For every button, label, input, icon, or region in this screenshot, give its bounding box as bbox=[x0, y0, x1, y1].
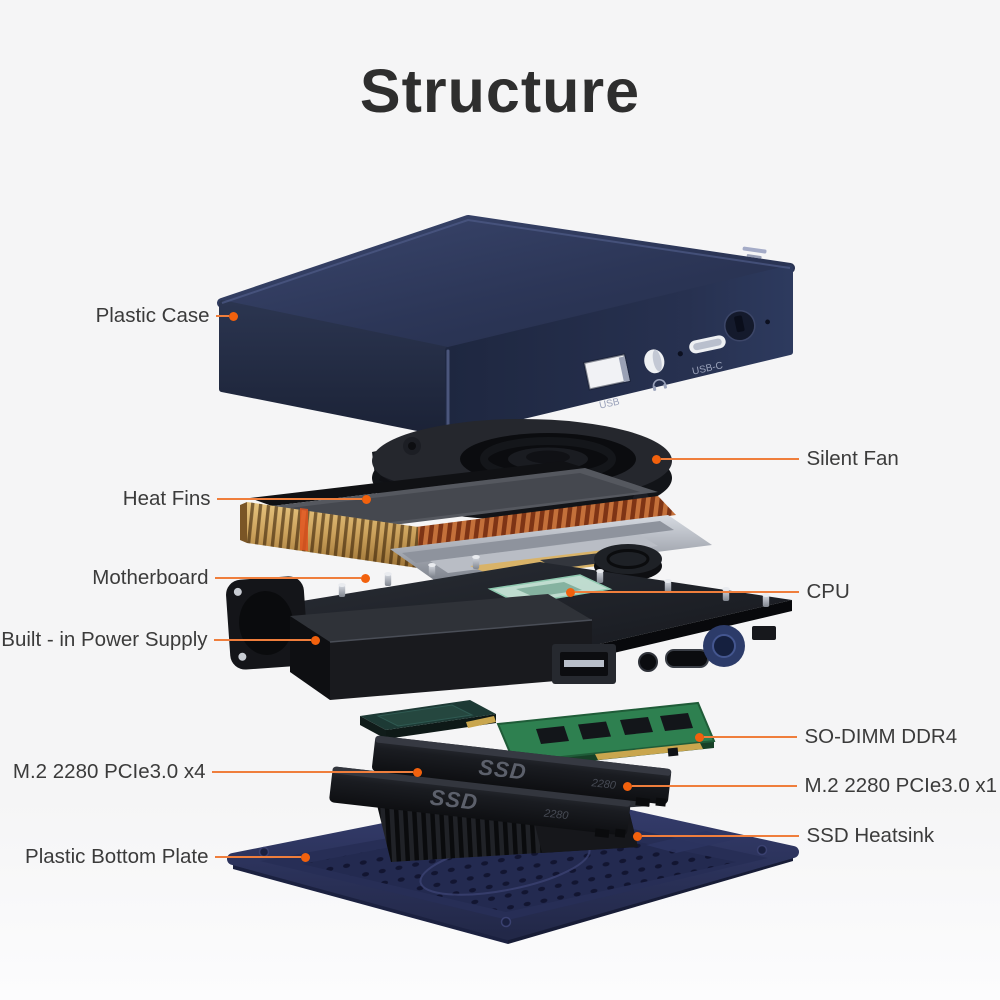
io-ports bbox=[552, 625, 776, 684]
leader-dot bbox=[361, 494, 371, 504]
power-button bbox=[724, 310, 756, 342]
label-silent-fan: Silent Fan bbox=[806, 447, 899, 470]
leader-dot bbox=[412, 767, 422, 777]
leader-line bbox=[216, 498, 362, 500]
usb-c-port bbox=[689, 335, 726, 354]
callout-m2-x4: M.2 2280 PCIe3.0 x4 bbox=[13, 758, 422, 786]
ssd-brand-text: SSD bbox=[477, 754, 528, 784]
ssd-model-text: 2280 bbox=[590, 777, 618, 792]
label-so-dimm: SO-DIMM DDR4 bbox=[804, 725, 958, 748]
leader-dot bbox=[632, 831, 642, 841]
callout-heat-fins: Heat Fins bbox=[123, 485, 371, 513]
ssd-model-text: 2280 bbox=[542, 807, 570, 822]
leader-line bbox=[214, 577, 361, 579]
ssd-brand-text: SSD bbox=[429, 785, 480, 815]
power-knob bbox=[703, 625, 745, 667]
callout-silent-fan: Silent Fan bbox=[651, 445, 899, 473]
label-cpu: CPU bbox=[806, 580, 850, 603]
motherboard-illustration bbox=[226, 555, 792, 700]
label-m2-x4: M.2 2280 PCIe3.0 x4 bbox=[12, 760, 206, 783]
leader-line bbox=[703, 736, 797, 738]
m2-module-illustration bbox=[360, 700, 496, 739]
leader-dot bbox=[565, 587, 575, 597]
leader-line bbox=[211, 771, 413, 773]
power-supply bbox=[290, 594, 593, 700]
label-plastic-case: Plastic Case bbox=[95, 304, 210, 327]
callout-power-supply: Built - in Power Supply bbox=[1, 626, 320, 654]
label-bottom-plate: Plastic Bottom Plate bbox=[25, 845, 209, 868]
callout-m2-x1: M.2 2280 PCIe3.0 x1 bbox=[622, 772, 998, 800]
label-m2-x1: M.2 2280 PCIe3.0 x1 bbox=[804, 774, 998, 797]
plastic-case-illustration: USB USB-C bbox=[217, 215, 795, 437]
status-led bbox=[677, 351, 683, 357]
callout-so-dimm: SO-DIMM DDR4 bbox=[694, 723, 958, 751]
leader-dot bbox=[622, 781, 632, 791]
brand-logo bbox=[742, 246, 767, 259]
bottom-plate-illustration bbox=[227, 791, 799, 944]
leader-line bbox=[214, 856, 301, 858]
heat-pipes bbox=[390, 515, 712, 580]
usb-port-label: USB bbox=[598, 396, 621, 411]
callout-cpu: CPU bbox=[565, 578, 850, 606]
heat-fins-illustration bbox=[240, 461, 712, 581]
label-ssd-heatsink: SSD Heatsink bbox=[806, 824, 935, 847]
callout-bottom-plate: Plastic Bottom Plate bbox=[25, 843, 310, 871]
leader-line bbox=[574, 591, 799, 593]
headphone-jack bbox=[644, 349, 665, 374]
headphone-icon bbox=[652, 378, 667, 391]
leader-dot bbox=[310, 635, 320, 645]
leader-dot bbox=[694, 732, 704, 742]
leader-line bbox=[660, 458, 799, 460]
leader-dot bbox=[300, 852, 310, 862]
callout-plastic-case: Plastic Case bbox=[96, 302, 238, 330]
wifi-bracket bbox=[226, 576, 309, 670]
usb-a-port bbox=[582, 353, 632, 391]
label-motherboard: Motherboard bbox=[92, 566, 209, 589]
leader-line bbox=[641, 835, 799, 837]
page-title: Structure bbox=[359, 57, 641, 125]
leader-line bbox=[215, 315, 229, 317]
label-power-supply: Built - in Power Supply bbox=[1, 628, 208, 651]
leader-dot bbox=[360, 573, 370, 583]
ssd-2-illustration: SSD 2280 bbox=[329, 766, 631, 838]
leader-line bbox=[213, 639, 311, 641]
leader-line bbox=[631, 785, 797, 787]
mic-hole bbox=[765, 319, 770, 325]
callout-motherboard: Motherboard bbox=[92, 564, 370, 592]
ssd-1-illustration: SSD 2280 bbox=[372, 735, 672, 807]
leader-dot bbox=[228, 311, 238, 321]
callout-ssd-heatsink: SSD Heatsink bbox=[632, 822, 935, 850]
label-heat-fins: Heat Fins bbox=[122, 487, 211, 510]
leader-dot bbox=[651, 454, 661, 464]
